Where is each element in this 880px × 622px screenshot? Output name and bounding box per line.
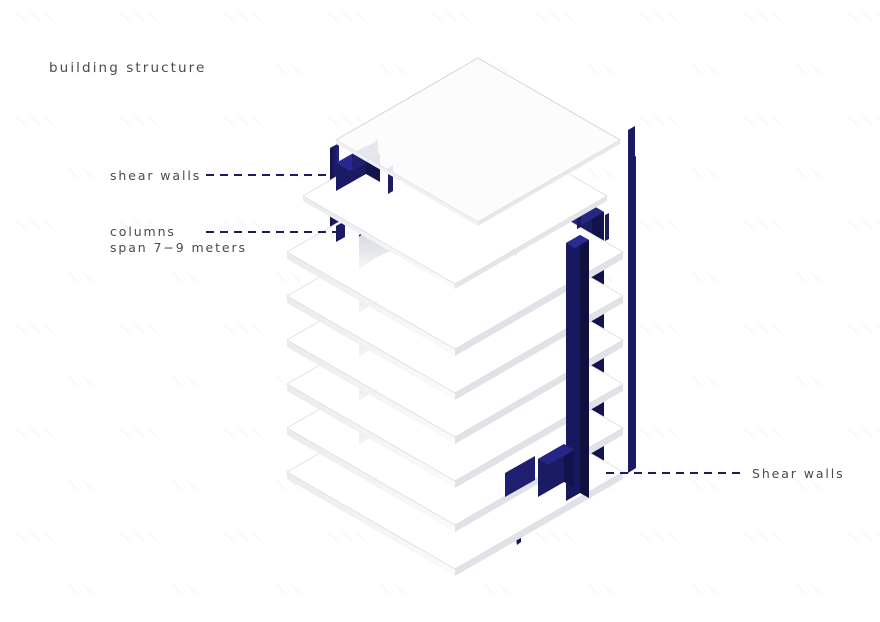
page-title: building structure xyxy=(49,60,207,76)
annotation-label-line-secondary: span 7−9 meters xyxy=(110,240,247,255)
roof-plane xyxy=(335,57,621,226)
annotation-shear-walls-left: shear walls xyxy=(110,168,201,184)
building-model xyxy=(286,57,636,576)
columns-annotation-target xyxy=(336,221,345,242)
annotation-label-line: Shear walls xyxy=(752,466,845,481)
shear-wall-lower-right-fins xyxy=(505,444,574,497)
annotation-label-line: columns xyxy=(110,224,176,239)
annotation-shear-walls-right: Shear walls xyxy=(752,466,845,482)
annotation-columns: columns span 7−9 meters xyxy=(110,224,247,256)
annotation-label-line: shear walls xyxy=(110,168,202,183)
shear-wall-right-full-height xyxy=(566,235,589,501)
leader-lines xyxy=(206,173,742,475)
